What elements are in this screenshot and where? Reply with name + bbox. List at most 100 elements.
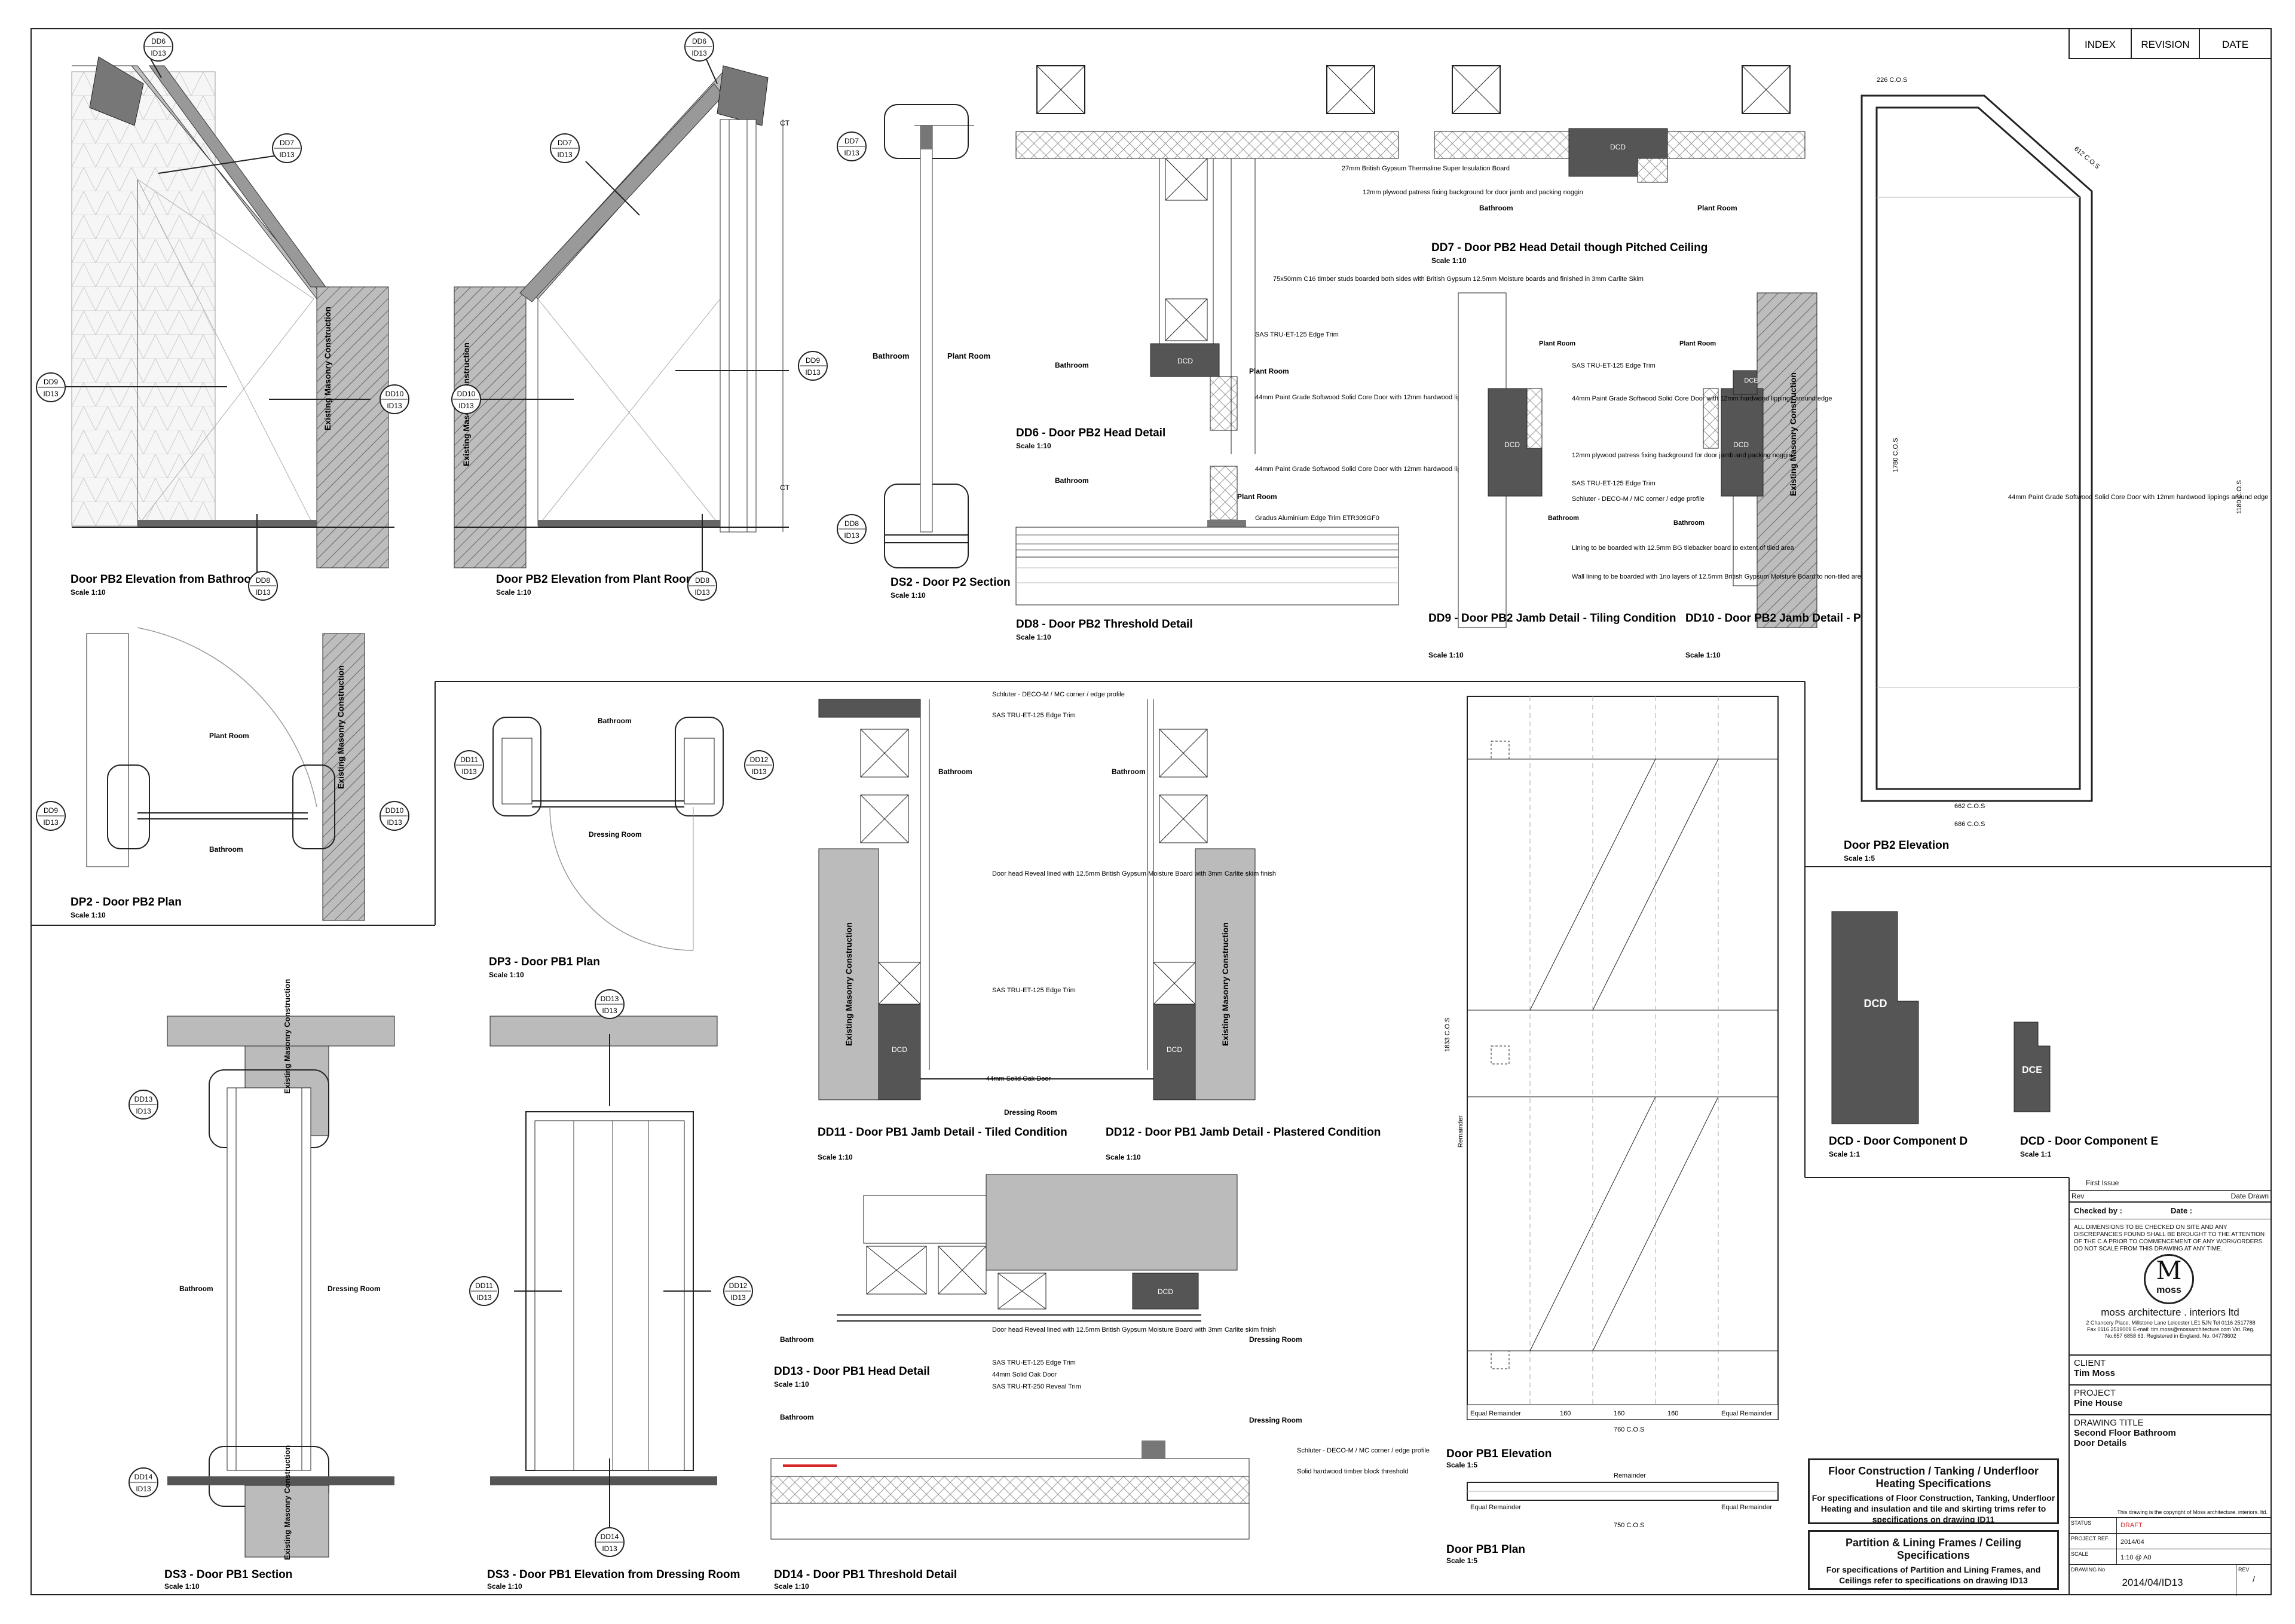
dd6-door: 44mm Paint Grade Softwood Solid Core Doo… (1255, 394, 1515, 401)
dd13-dcd: DCD (1158, 1287, 1173, 1296)
view3-title: DS2 - Door P2 Section (891, 576, 1011, 589)
dd14-schluter: Schluter - DECO-M / MC corner / edge pro… (1297, 1447, 1430, 1454)
view-pb2-elevation-plantroom: CT CT Existing Masonry Construction Door… (454, 56, 790, 597)
tag-sheet: ID13 (602, 1545, 617, 1553)
tag-id: DD7 (844, 137, 859, 145)
checked-by: Checked by : (2074, 1206, 2122, 1215)
view-ds2-section: Bathroom Plant Room DS2 - Door P2 Sectio… (873, 104, 1011, 600)
dd8-gradus: Gradus Aluminium Edge Trim ETR309GF0 (1255, 515, 1379, 522)
scale-value: 1:10 @ A0 (2117, 1549, 2271, 1565)
tag-id: DD7 (558, 139, 572, 147)
view20-title: Door PB1 Elevation (1446, 1448, 1552, 1460)
dd9-plywood: 12mm plywood patress fixing background f… (1572, 452, 1792, 459)
tag-sheet: ID13 (255, 588, 271, 597)
view-components: DCD DCE DCD - Door Component D Scale 1:1… (1829, 911, 2158, 1158)
date-drawn: Date Drawn (2230, 1192, 2269, 1200)
view7-scale: Scale 1:10 (1428, 651, 1464, 659)
view21-title: Door PB1 Plan (1446, 1543, 1525, 1556)
tag-sheet: ID13 (691, 49, 707, 57)
tag-sheet: ID13 (751, 767, 767, 776)
view-dd7-head-pitched: DCD 27mm British Gypsum Thermaline Super… (1342, 65, 1806, 265)
dd7-bathroom: Bathroom (1479, 204, 1513, 212)
revision-header-label: REVISION (2141, 39, 2189, 50)
pb2-d662: 662 C.O.S (1954, 803, 1985, 810)
dp2-bathroom: Bathroom (209, 845, 243, 854)
logo-word: moss (2156, 1285, 2181, 1295)
tag-id: DD9 (806, 356, 820, 365)
dd10-dce: DCE (1744, 377, 1758, 384)
tag-id: DD12 (750, 756, 769, 764)
dd9-lining: Lining to be boarded with 12.5mm BG tile… (1572, 545, 1795, 552)
view18-title: DS3 - Door PB1 Section (164, 1568, 292, 1581)
dd6-plant: Plant Room (1249, 367, 1289, 375)
view16-scale: Scale 1:10 (774, 1380, 809, 1388)
tag-id: DD8 (844, 519, 859, 528)
note-floor-body: For specifications of Floor Construction… (1811, 1493, 2055, 1524)
dd11-bathroom: Bathroom (938, 767, 972, 776)
view-pb2-elevation-bathroom: Existing Masonry Construction Door PB2 E… (48, 56, 394, 597)
dd11-dressing: Dressing Room (1004, 1108, 1057, 1117)
tag-sheet: ID13 (43, 818, 59, 827)
view9-title: Door PB2 Elevation (1844, 839, 1949, 852)
view17-scale: Scale 1:10 (774, 1582, 809, 1591)
tag-id: DD10 (457, 390, 476, 398)
note-floor-spec: Floor Construction / Tanking / Underfloo… (1808, 1458, 2059, 1524)
masonry-label-7: Existing Masonry Construction (283, 979, 292, 1094)
tag-sheet: ID13 (151, 49, 166, 57)
rev-label: Rev (2071, 1192, 2085, 1200)
dd11-schluter: Schluter - DECO-M / MC corner / edge pro… (992, 691, 1125, 698)
dd14-threshold: Solid hardwood timber block threshold (1297, 1468, 1409, 1475)
drawing-no-value: 2014/04/ID13 (2122, 1577, 2183, 1588)
dd6-dcd: DCD (1177, 357, 1193, 365)
view2-scale: Scale 1:10 (496, 588, 531, 597)
check-date: Date : (2171, 1206, 2193, 1215)
component-e-label: DCE (2022, 1065, 2042, 1075)
view6-title: DD8 - Door PB2 Threshold Detail (1016, 618, 1193, 631)
view18-scale: Scale 1:10 (164, 1582, 200, 1591)
tag-sheet: ID13 (387, 402, 402, 410)
disclaimer: ALL DIMENSIONS TO BE CHECKED ON SITE AND… (2074, 1224, 2265, 1252)
tag-id: DD14 (601, 1533, 619, 1541)
dd11-dcd: DCD (892, 1045, 907, 1054)
masonry-label-5: Existing Masonry Construction (844, 922, 853, 1046)
pb1-d160-3: 160 (1667, 1410, 1678, 1417)
title-block: First Issue Rev Date Drawn Checked by : … (2069, 1178, 2271, 1596)
pb1p-d750: 750 C.O.S (1614, 1522, 1644, 1529)
dp3-dressing: Dressing Room (589, 830, 642, 839)
dd9-plant: Plant Room (1539, 340, 1575, 347)
view16-title: DD13 - Door PB1 Head Detail (774, 1365, 930, 1378)
dd9-bathroom: Bathroom (1548, 515, 1579, 522)
rev-row: Rev Date Drawn (2069, 1191, 2271, 1203)
tag-id: DD10 (385, 390, 404, 398)
view19-scale: Scale 1:10 (487, 1582, 522, 1591)
status-grid: STATUS DRAFT PROJECT REF. 2014/04 SCALE … (2069, 1517, 2271, 1596)
ds2-plant: Plant Room (947, 351, 990, 360)
view-dp3-plan: Bathroom Dressing Room DP3 - Door PB1 Pl… (489, 717, 724, 979)
dd8-plant: Plant Room (1237, 493, 1277, 501)
pb1p-remainder: Remainder (1614, 1472, 1646, 1479)
view-pb1-plan: Remainder Equal Remainder Equal Remainde… (1446, 1472, 1779, 1565)
pb2-door-note: 44mm Paint Grade Softwood Solid Core Doo… (2008, 494, 2268, 501)
view13-title: DD12 - Door PB1 Jamb Detail - Plastered … (1106, 1126, 1381, 1139)
view8-scale: Scale 1:10 (1685, 651, 1721, 659)
tag-sheet: ID13 (557, 151, 573, 159)
drawing-no-cell: DRAWING No 2014/04/ID13 (2069, 1565, 2236, 1596)
dd10-bathroom: Bathroom (1673, 519, 1705, 527)
dd8-bathroom: Bathroom (1055, 476, 1089, 485)
view10-scale: Scale 1:10 (71, 911, 106, 919)
view13-scale: Scale 1:10 (1106, 1153, 1141, 1161)
pb1-d1833: 1833 C.O.S (1444, 1018, 1451, 1052)
tag-id: DD6 (692, 37, 706, 45)
tag-sheet: ID13 (730, 1293, 746, 1302)
tag-sheet: ID13 (43, 390, 59, 398)
view10-title: DP2 - Door PB2 Plan (71, 896, 182, 909)
drawing-title-2: Door Details (2074, 1438, 2127, 1448)
view3-scale: Scale 1:10 (891, 591, 926, 600)
